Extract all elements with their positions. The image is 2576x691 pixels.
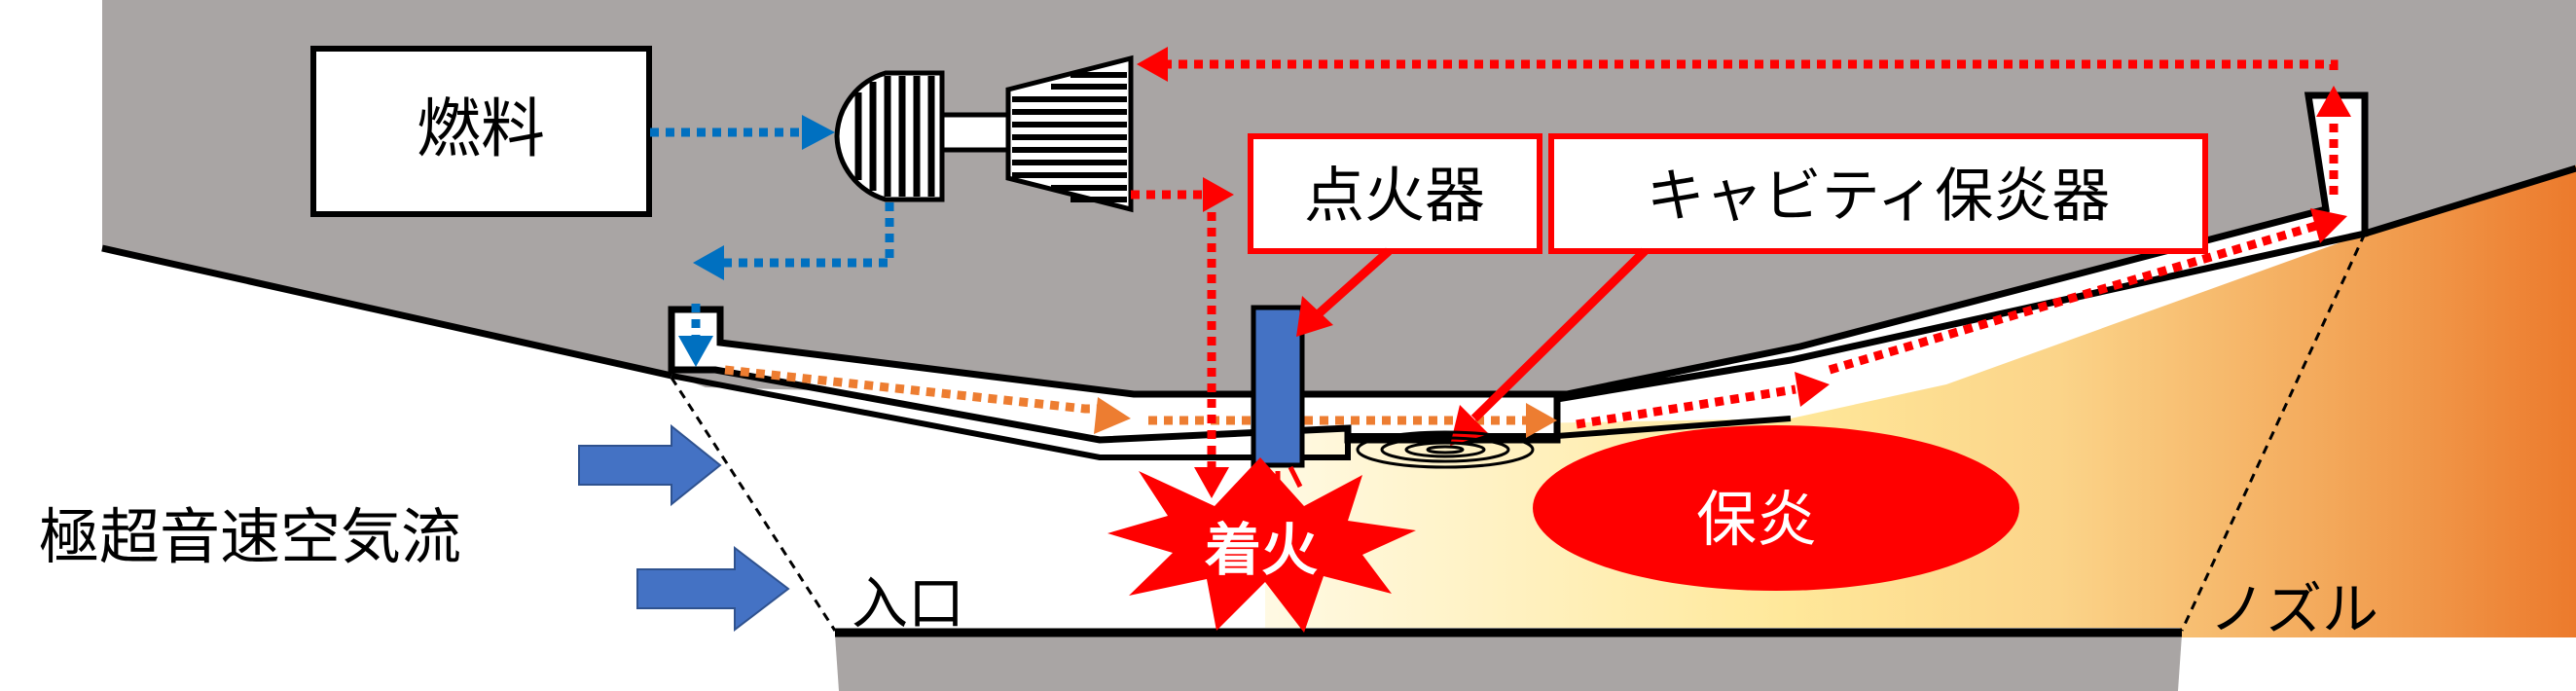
igniter-pointer-arrow [1296, 247, 1392, 337]
turbine-exhaust-arrow [1131, 177, 1234, 498]
cavity-label: キャビティ保炎器 [1647, 163, 2110, 231]
pump-icon [834, 70, 945, 202]
combustor-wall [671, 373, 1792, 460]
hot-gas-arrow [1576, 86, 2351, 429]
turbine-icon [1005, 55, 1134, 213]
fuel-box [310, 46, 652, 217]
engine-lower-cowl [835, 635, 2182, 691]
forebody-line [101, 244, 672, 380]
cavity-label-box [1548, 133, 2208, 254]
airflow-label: 極超音速空気流 [39, 501, 461, 572]
igniter-label-box [1248, 133, 1542, 254]
flameholding-flame [1533, 425, 2019, 591]
turbopump-shaft [939, 112, 1011, 153]
ignition-label: 着火 [1205, 517, 1318, 583]
airflow-arrow-top [578, 423, 722, 507]
fuel-label: 燃料 [417, 91, 545, 166]
aftbody-line [2363, 164, 2576, 237]
flameholding-label: 保炎 [1696, 484, 1817, 555]
igniter-rod [1251, 305, 1305, 468]
ignition-burst [1107, 457, 1416, 633]
cavity-vortex-icon [1356, 430, 1535, 469]
inlet-label: 入口 [852, 570, 964, 636]
fuel-flow-arrow [650, 115, 835, 150]
airflow-arrow-bottom [636, 545, 790, 633]
nozzle-label: ノズル [2209, 576, 2378, 642]
igniter-label: 点火器 [1304, 160, 1485, 231]
fuel-feed-arrow [678, 202, 894, 367]
hot-gas-return-arrow [1137, 47, 2339, 82]
cavity-pointer-arrow [1450, 247, 1649, 446]
nozzle-boundary [2180, 233, 2367, 632]
inlet-boundary [670, 377, 837, 632]
